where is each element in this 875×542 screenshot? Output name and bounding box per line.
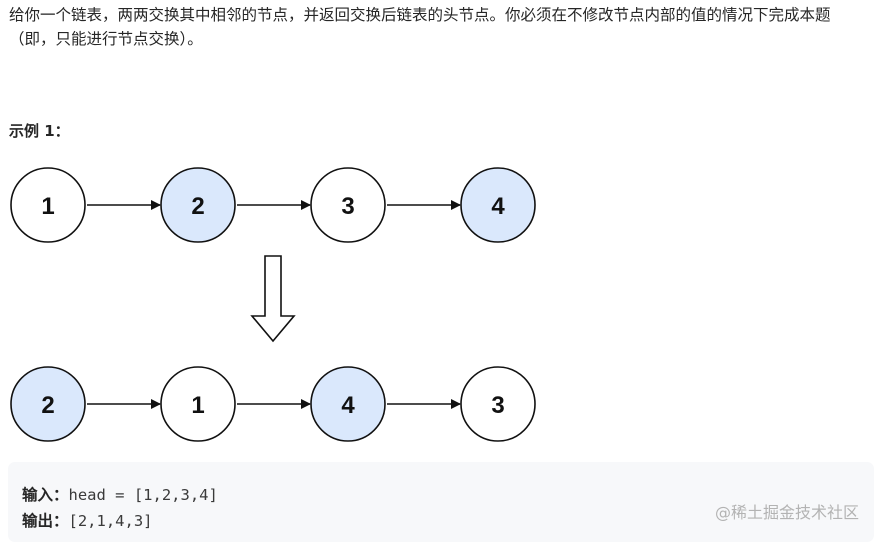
- top-node-label-2: 2: [191, 193, 204, 220]
- output-label: 输出：: [22, 512, 69, 530]
- input-value: head = [1,2,3,4]: [68, 486, 218, 504]
- linked-list-diagram: 1 2 3 4 2 1 4 3: [10, 167, 536, 442]
- bottom-row: 2 1 4 3: [10, 366, 536, 442]
- top-node-circle-2: [160, 167, 236, 243]
- output-line: 输出：[2,1,4,3]: [22, 509, 153, 531]
- example-title: 示例 1：: [9, 122, 70, 140]
- example-io-block: [8, 462, 874, 542]
- bottom-node-label-2: 1: [191, 392, 204, 419]
- swap-down-arrow: [250, 255, 296, 343]
- input-line: 输入：head = [1,2,3,4]: [22, 483, 218, 505]
- bottom-node-circle-2: [160, 366, 236, 442]
- watermark: @稀土掘金技术社区: [714, 503, 859, 522]
- bottom-node-circle-1: [10, 366, 86, 442]
- problem-description: 给你一个链表，两两交换其中相邻的节点，并返回交换后链表的头节点。你必须在不修改节…: [9, 6, 831, 48]
- top-row: 1 2 3 4: [10, 167, 536, 243]
- top-node-label-4: 4: [491, 193, 505, 220]
- bottom-node-label-1: 2: [41, 392, 54, 419]
- bottom-node-circle-4: [460, 366, 536, 442]
- bottom-node-label-3: 4: [341, 392, 355, 419]
- top-node-circle-3: [310, 167, 386, 243]
- output-value: [2,1,4,3]: [68, 512, 153, 530]
- top-node-circle-1: [10, 167, 86, 243]
- top-node-label-3: 3: [341, 193, 354, 220]
- top-node-circle-4: [460, 167, 536, 243]
- bottom-node-circle-3: [310, 366, 386, 442]
- top-node-label-1: 1: [41, 193, 54, 220]
- bottom-node-label-4: 3: [491, 392, 504, 419]
- input-label: 输入：: [22, 486, 69, 504]
